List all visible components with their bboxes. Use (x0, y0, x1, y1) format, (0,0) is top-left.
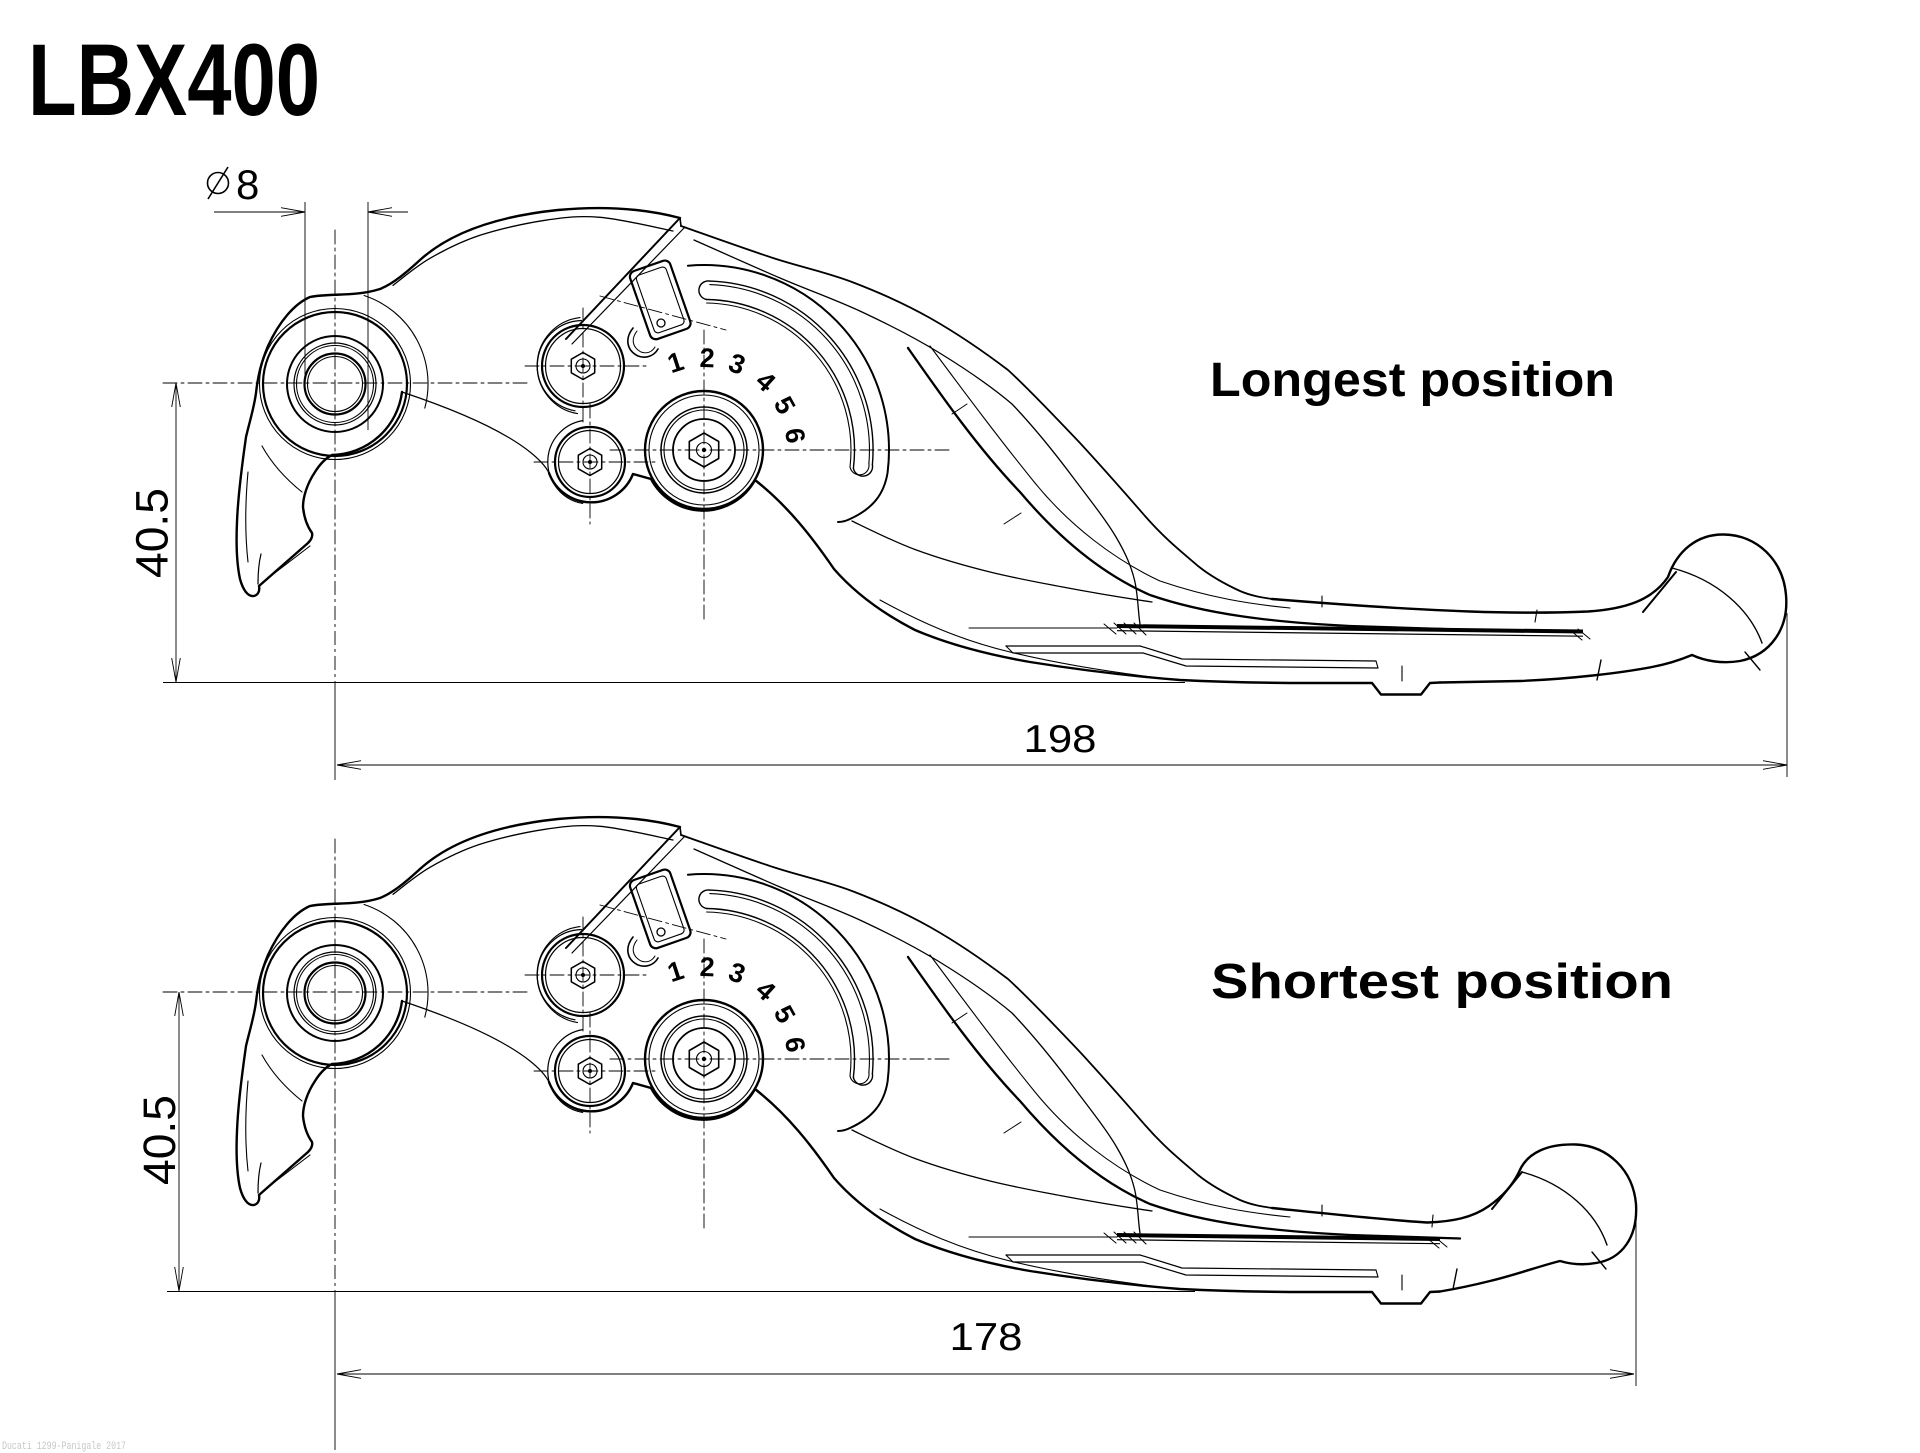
svg-text:198: 198 (1024, 718, 1097, 761)
svg-text:Ducati 1299-Panigale 2017: Ducati 1299-Panigale 2017 (2, 1441, 126, 1453)
svg-text:178: 178 (950, 1316, 1023, 1359)
svg-text:40.5: 40.5 (127, 488, 178, 578)
svg-text:LBX400: LBX400 (28, 23, 320, 137)
svg-text:40.5: 40.5 (134, 1095, 185, 1185)
svg-text:8: 8 (236, 161, 259, 208)
svg-text:Shortest position: Shortest position (1211, 955, 1673, 1009)
svg-text:Longest position: Longest position (1210, 354, 1615, 407)
